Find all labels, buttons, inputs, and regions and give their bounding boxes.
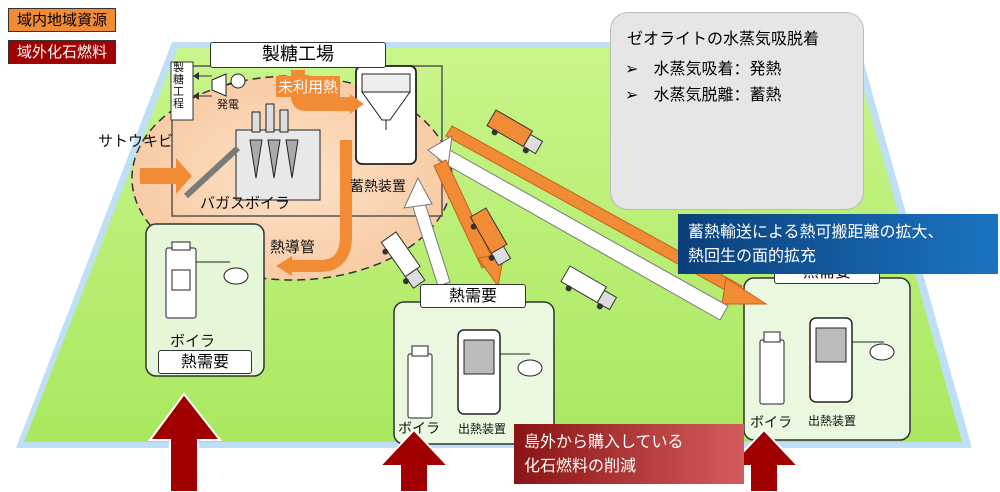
sugarcane-arrow [140, 158, 192, 194]
truck-icon [469, 207, 512, 267]
fuel-reduction-callout: 島外から購入している 化石燃料の削減 [514, 424, 744, 484]
boiler-left-label: ボイラ [170, 332, 216, 350]
boiler-mid-icon [407, 345, 433, 419]
bagasse-boiler-icon [235, 103, 321, 201]
storage-label: 蓄熱装置 [350, 179, 406, 195]
storage-unit-icon [355, 65, 417, 165]
fuel-arrow-mid [377, 428, 451, 492]
demand-left-title: 熱需要 [158, 350, 252, 374]
bullet-icon: ➢ [625, 85, 639, 104]
zeolite-title: ゼオライトの水蒸気吸脱着 [627, 29, 820, 48]
heat-pipe [290, 140, 352, 272]
bagasse-boiler-label: バガスボイラ [200, 194, 291, 212]
output-right-label: 出熱装置 [808, 414, 857, 428]
transport-callout: 蓄熱輸送による熱可搬距離の拡大、 熱回生の面的拡充 [678, 214, 998, 274]
transport-arrow-white-right [427, 135, 729, 321]
truck-icon [560, 265, 618, 311]
sugarcane-label: サトウキビ [98, 132, 174, 150]
boiler-right-label: ボイラ [750, 415, 792, 431]
zeolite-item: ➢ 水蒸気脱離：蓄熱 [625, 85, 782, 104]
unused-heat-label: 未利用熱 [276, 76, 341, 97]
boiler-right-icon [759, 331, 785, 405]
transport-arrow-orange-right [445, 125, 768, 305]
legend-local-resource: 域内地域資源 [8, 8, 117, 32]
generator-icon [211, 73, 246, 97]
boiler-mid-label: ボイラ [398, 421, 440, 437]
bullet-icon: ➢ [625, 59, 639, 78]
output-mid-label: 出熱装置 [458, 422, 507, 436]
fuel-arrow-right [727, 428, 801, 492]
process-label: 製糖工程 [173, 61, 184, 110]
legend-external-fuel: 域外化石燃料 [8, 40, 117, 64]
generator-label: 発電 [217, 98, 239, 111]
truck-icon [486, 109, 544, 155]
zeolite-item: ➢ 水蒸気吸着：発熱 [625, 59, 782, 78]
heat-pipe-label: 熱導管 [270, 238, 316, 256]
output-device-mid-icon [457, 329, 543, 415]
zeolite-panel: ゼオライトの水蒸気吸脱着 ➢ 水蒸気吸着：発熱 ➢ 水蒸気脱離：蓄熱 [610, 12, 864, 210]
output-device-right-icon [809, 317, 895, 403]
truck-icon [380, 231, 426, 289]
demand-mid-title: 熱需要 [420, 284, 526, 308]
factory-title: 製糖工場 [210, 42, 386, 68]
fuel-arrow-left [148, 392, 223, 492]
boiler-left-icon [165, 241, 249, 319]
